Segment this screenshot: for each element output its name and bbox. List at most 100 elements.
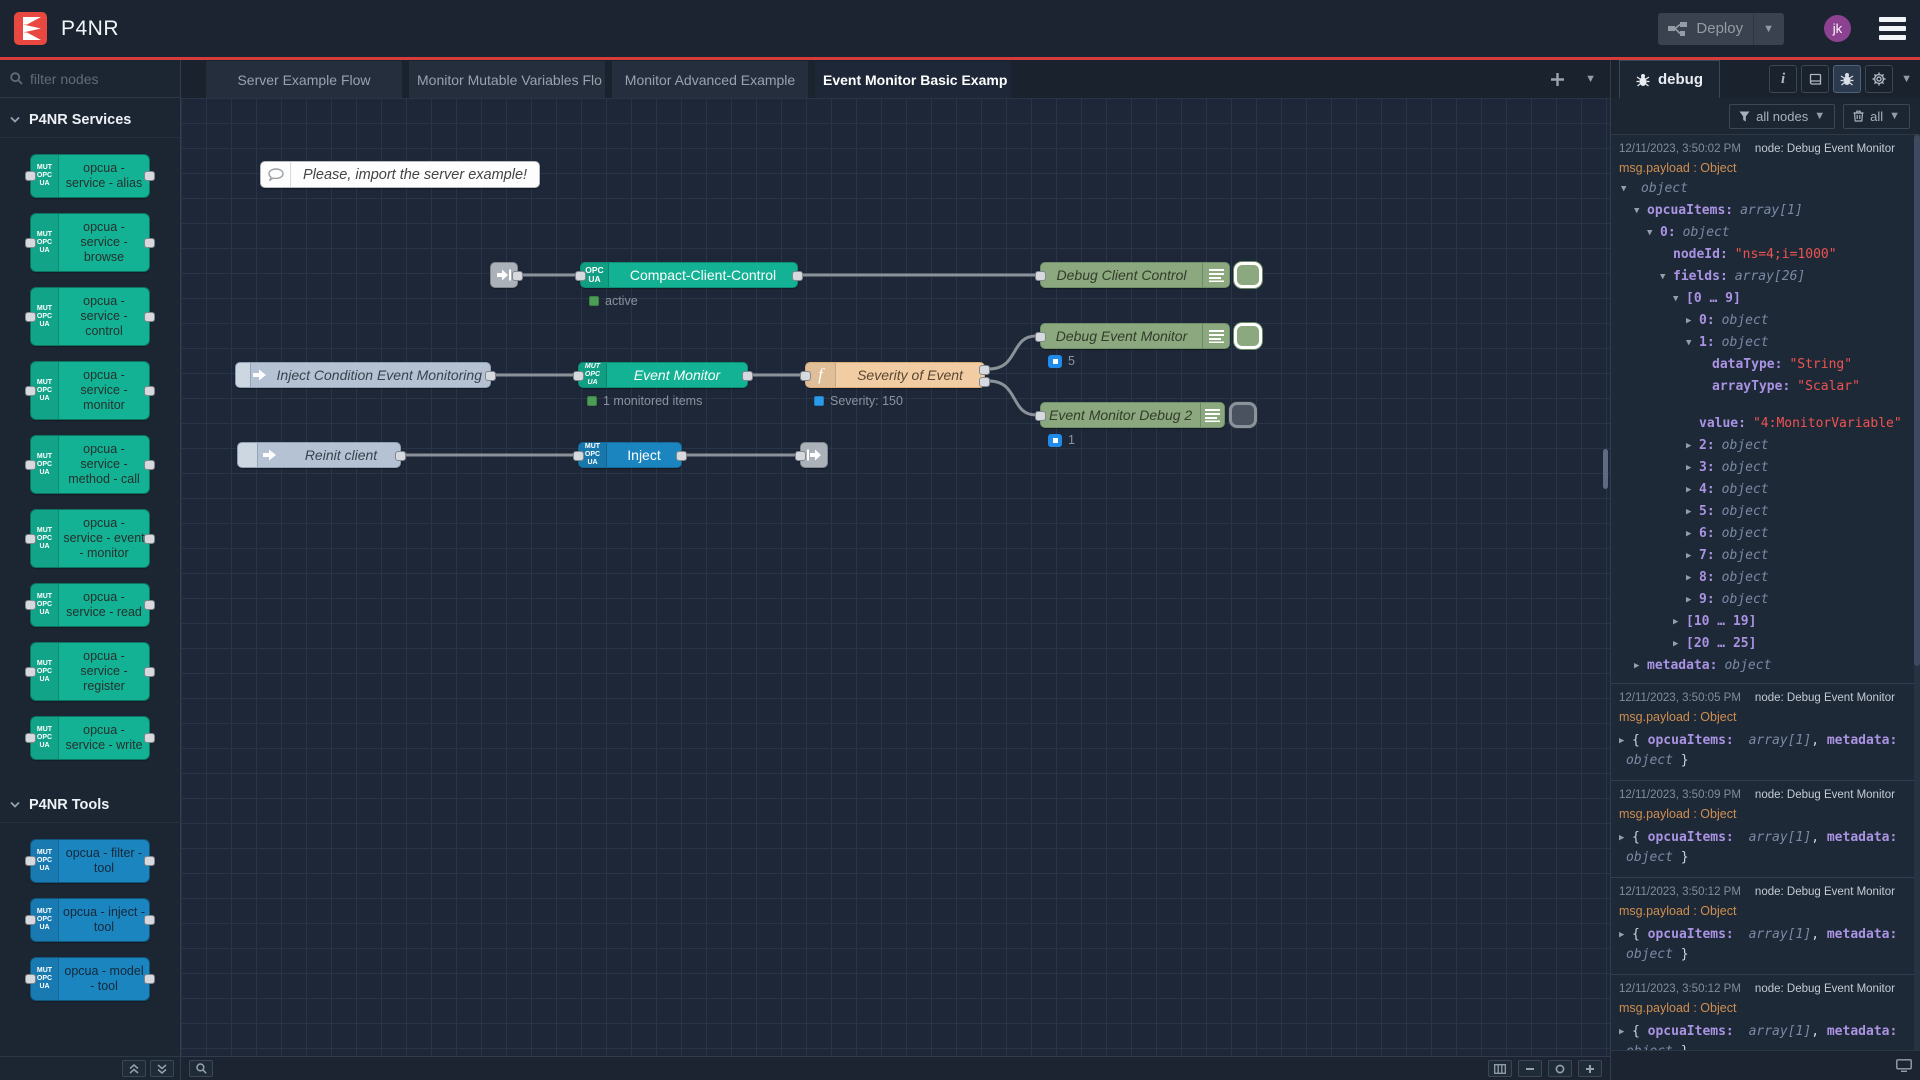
node-port[interactable] bbox=[1035, 271, 1046, 281]
tree-caret-icon[interactable]: ▶ bbox=[1619, 1027, 1625, 1037]
node-port[interactable] bbox=[979, 365, 990, 375]
debug-tab-button[interactable] bbox=[1833, 65, 1862, 93]
tree-caret-icon[interactable]: ▼ bbox=[1686, 337, 1692, 348]
palette-node[interactable]: MUT OPC UA opcua - inject - tool bbox=[25, 898, 155, 942]
palette-category-tools[interactable]: P4NR Tools bbox=[0, 787, 180, 823]
tree-caret-icon[interactable]: ▶ bbox=[1634, 660, 1640, 671]
debug-filter-button[interactable]: all nodes ▼ bbox=[1729, 103, 1836, 129]
expand-all-button[interactable] bbox=[150, 1060, 174, 1077]
debug-tree-row[interactable]: ▼opcuaItems:array[1] bbox=[1634, 202, 1803, 218]
tree-caret-icon[interactable]: ▼ bbox=[1634, 205, 1640, 216]
debug-tree-row[interactable]: ▶3:object bbox=[1686, 459, 1769, 475]
collapse-all-button[interactable] bbox=[122, 1060, 146, 1077]
tree-caret-icon[interactable]: ▶ bbox=[1686, 594, 1692, 605]
tree-caret-icon[interactable]: ▶ bbox=[1619, 833, 1625, 843]
tree-caret-icon[interactable]: ▼ bbox=[1673, 293, 1679, 304]
inject-button[interactable] bbox=[238, 443, 258, 467]
debug-tree-row[interactable]: ▶2:object bbox=[1686, 437, 1769, 453]
help-book-button[interactable] bbox=[1801, 65, 1830, 93]
tree-caret-icon[interactable]: ▼ bbox=[1647, 227, 1653, 238]
inject-node[interactable]: MUT OPC UA Inject bbox=[573, 442, 687, 468]
debug-tree-row[interactable]: ▼fields:array[26] bbox=[1660, 268, 1806, 284]
node-port[interactable] bbox=[395, 451, 406, 461]
debug-enable-toggle[interactable] bbox=[1234, 262, 1262, 288]
debug-tree-row[interactable]: ▶8:object bbox=[1686, 569, 1769, 585]
debug-tree-row[interactable]: ▶0:object bbox=[1686, 312, 1769, 328]
tree-caret-icon[interactable]: ▶ bbox=[1686, 550, 1692, 561]
debug-tree-row[interactable]: ▶4:object bbox=[1686, 481, 1769, 497]
debug-tree-row[interactable]: ▼1:object bbox=[1686, 334, 1769, 350]
debug-message-list[interactable]: 12/11/2023, 3:50:02 PM node: Debug Event… bbox=[1611, 135, 1920, 1050]
debug-tree-row[interactable]: ▶[20 … 25] bbox=[1673, 635, 1757, 651]
inject-condition-node[interactable]: Inject Condition Event Monitoring bbox=[235, 362, 496, 388]
node-port[interactable] bbox=[676, 451, 687, 461]
tree-caret-icon[interactable]: ▶ bbox=[1619, 736, 1625, 746]
zoom-out-button[interactable] bbox=[1518, 1060, 1542, 1077]
link-in-node[interactable] bbox=[490, 262, 523, 288]
node-port[interactable] bbox=[573, 451, 584, 461]
event-monitor-node[interactable]: MUT OPC UA Event Monitor 1 monitored ite… bbox=[573, 362, 753, 408]
debug-tree-row[interactable]: dataType:"String" bbox=[1712, 356, 1853, 372]
palette-node[interactable]: MUT OPC UA opcua - service - register bbox=[25, 642, 155, 701]
palette-category-services[interactable]: P4NR Services bbox=[0, 102, 180, 138]
config-gear-button[interactable] bbox=[1865, 65, 1894, 93]
palette-node[interactable]: MUT OPC UA opcua - filter - tool bbox=[25, 839, 155, 883]
collapsed-summary[interactable]: ▶{ opcuaItems: array[1], metadata: objec… bbox=[1619, 733, 1898, 768]
zoom-in-button[interactable] bbox=[1578, 1060, 1602, 1077]
node-port[interactable] bbox=[742, 371, 753, 381]
debug-message[interactable]: 12/11/2023, 3:50:09 PM node: Debug Event… bbox=[1611, 781, 1920, 878]
flow-tab[interactable]: Monitor Mutable Variables Flo bbox=[408, 60, 606, 98]
tree-caret-icon[interactable]: ▶ bbox=[1673, 616, 1679, 627]
palette-node[interactable]: MUT OPC UA opcua - service - monitor bbox=[25, 361, 155, 420]
debug-tree-row[interactable]: ▶5:object bbox=[1686, 503, 1769, 519]
debug-tree-row[interactable]: ▶7:object bbox=[1686, 547, 1769, 563]
node-port[interactable] bbox=[1035, 411, 1046, 421]
deploy-button[interactable]: Deploy ▼ bbox=[1658, 12, 1784, 45]
flow-tab[interactable]: Event Monitor Basic Examp bbox=[814, 60, 1012, 98]
debug-tree-row[interactable]: ▶9:object bbox=[1686, 591, 1769, 607]
collapsed-summary[interactable]: ▶{ opcuaItems: array[1], metadata: objec… bbox=[1619, 1017, 1910, 1050]
tree-caret-icon[interactable]: ▼ bbox=[1621, 183, 1627, 194]
navigator-button[interactable] bbox=[1488, 1060, 1512, 1077]
node-port[interactable] bbox=[1035, 332, 1046, 342]
sidebar-menu-chevron-icon[interactable]: ▼ bbox=[1901, 73, 1912, 85]
debug-event-monitor-node[interactable]: Debug Event Monitor 5 bbox=[1035, 323, 1262, 368]
add-flow-button[interactable] bbox=[1550, 72, 1565, 87]
debug-client-control-node[interactable]: Debug Client Control bbox=[1035, 262, 1262, 288]
info-tab-button[interactable]: i bbox=[1769, 65, 1798, 93]
tree-caret-icon[interactable]: ▶ bbox=[1686, 462, 1692, 473]
debug-tree-row[interactable]: ▶metadata:object bbox=[1634, 657, 1772, 673]
tree-caret-icon[interactable]: ▶ bbox=[1686, 484, 1692, 495]
node-port[interactable] bbox=[485, 371, 496, 381]
debug-scrollbar-track[interactable] bbox=[1914, 135, 1920, 1050]
node-port[interactable] bbox=[800, 371, 811, 381]
debug-message[interactable]: 12/11/2023, 3:50:05 PM node: Debug Event… bbox=[1611, 684, 1920, 781]
flow-tab[interactable]: Monitor Advanced Example bbox=[611, 60, 809, 98]
palette-node[interactable]: MUT OPC UA opcua - service - write bbox=[25, 716, 155, 760]
debug-tree-row[interactable]: nodeId:"ns=4;i=1000" bbox=[1673, 246, 1837, 262]
zoom-search-button[interactable] bbox=[189, 1060, 213, 1077]
tree-caret-icon[interactable]: ▶ bbox=[1686, 528, 1692, 539]
palette-node[interactable]: MUT OPC UA opcua - service - browse bbox=[25, 213, 155, 272]
tree-caret-icon[interactable]: ▶ bbox=[1686, 315, 1692, 326]
zoom-reset-button[interactable] bbox=[1548, 1060, 1572, 1077]
severity-of-event-node[interactable]: f Severity of Event Severity: 150 bbox=[800, 362, 990, 408]
debug-message[interactable]: 12/11/2023, 3:50:02 PM node: Debug Event… bbox=[1611, 135, 1920, 684]
node-port[interactable] bbox=[575, 271, 586, 281]
debug-enable-toggle[interactable] bbox=[1229, 402, 1257, 428]
compact-client-control-node[interactable]: OPC UA Compact-Client-Control active bbox=[575, 262, 803, 308]
node-port[interactable] bbox=[795, 451, 806, 461]
palette-node[interactable]: MUT OPC UA opcua - service - method - ca… bbox=[25, 435, 155, 494]
main-menu-button[interactable] bbox=[1879, 17, 1906, 40]
debug-message[interactable]: 12/11/2023, 3:50:12 PM node: Debug Event… bbox=[1611, 975, 1920, 1050]
user-avatar[interactable]: jk bbox=[1824, 15, 1851, 42]
flow-canvas[interactable]: Please, import the server example! OPC U… bbox=[181, 98, 1610, 1056]
palette-filter-input[interactable]: filter nodes bbox=[0, 60, 180, 98]
palette-node[interactable]: MUT OPC UA opcua - service - read bbox=[25, 583, 155, 627]
node-port[interactable] bbox=[792, 271, 803, 281]
tree-caret-icon[interactable]: ▶ bbox=[1686, 572, 1692, 583]
open-window-icon[interactable] bbox=[1896, 1059, 1912, 1072]
node-port[interactable] bbox=[512, 271, 523, 281]
tree-caret-icon[interactable]: ▶ bbox=[1686, 506, 1692, 517]
inject-button[interactable] bbox=[236, 363, 251, 387]
